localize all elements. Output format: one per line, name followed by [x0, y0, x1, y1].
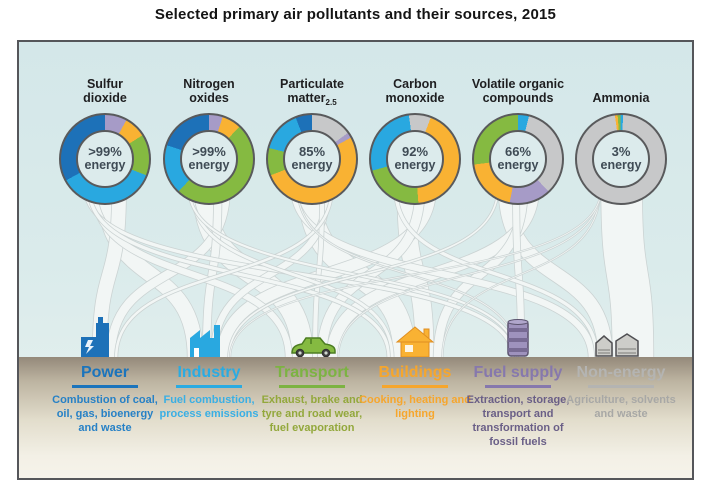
- flow-transport: [317, 187, 425, 358]
- donut-center-word: energy: [291, 158, 333, 173]
- page-title: Selected primary air pollutants and thei…: [154, 6, 557, 23]
- category-description: Cooking, heating and lighting: [359, 393, 471, 420]
- donut-center-word: energy: [188, 158, 230, 173]
- flow-fuel-supply: [188, 187, 518, 358]
- pollutant-label-line2: oxides: [144, 91, 274, 106]
- donut-center-nitrogen-oxides: >99%energy: [180, 130, 238, 188]
- category-description: Extraction, storage, transport and trans…: [466, 393, 570, 449]
- pollutant-label-ammonia: Ammonia: [556, 68, 686, 106]
- flow-transport: [193, 187, 313, 358]
- category-name: Transport: [275, 364, 349, 381]
- pollutant-label-line2-text: compounds: [482, 91, 554, 106]
- donut-particulate-matter: 85%energy: [266, 113, 358, 205]
- barrel-icon: [505, 317, 531, 362]
- donut-center-value: >99%: [192, 143, 226, 159]
- donut-carbon-monoxide: 92%energy: [369, 113, 461, 205]
- flow-non-energy: [394, 187, 599, 358]
- donut-center-particulate-matter: 85%energy: [283, 130, 341, 188]
- ground-band: [19, 357, 692, 478]
- pollutant-label-line2: matter2.5: [247, 91, 377, 108]
- donut-center-value: 66%: [504, 143, 532, 159]
- pollutant-label-line1: Ammonia: [592, 91, 650, 106]
- donut-center-volatile-organic-compounds: 66%energy: [489, 130, 547, 188]
- house-icon: [393, 321, 437, 362]
- pollutant-label-line2-text: monoxide: [385, 91, 445, 106]
- category-description: Combustion of coal, oil, gas, bioenergy …: [52, 393, 158, 435]
- category-name: Buildings: [378, 364, 452, 381]
- pollutant-label-line2: dioxide: [40, 91, 170, 106]
- pollutant-label-line2-text: matter: [287, 91, 326, 106]
- donut-sulfur-dioxide: >99%energy: [59, 113, 151, 205]
- category-name: Power: [80, 364, 129, 381]
- flow-buildings: [87, 187, 391, 358]
- donut-ring-ammonia: [575, 113, 667, 205]
- donut-center-word: energy: [84, 158, 126, 173]
- category-name: Industry: [177, 364, 241, 381]
- flow-non-energy: [601, 187, 654, 358]
- flow-transport: [337, 187, 602, 358]
- donut-center-value: 3%: [611, 143, 631, 159]
- pollutant-label-line1: Nitrogen: [183, 76, 235, 91]
- pollutant-label-subscript: 2.5: [325, 98, 337, 108]
- category-name: Non-energy: [576, 364, 666, 381]
- category-description: Agriculture, solvents and waste: [566, 393, 676, 420]
- donut-center-ammonia: 3%energy: [592, 130, 650, 188]
- category-underline: [176, 384, 242, 388]
- flow-buildings: [441, 187, 601, 358]
- pollutant-label-line2-text: oxides: [189, 91, 229, 106]
- donut-center-word: energy: [600, 158, 642, 173]
- donut-center-carbon-monoxide: 92%energy: [386, 130, 444, 188]
- pollutant-label-line2: monoxide: [350, 91, 480, 106]
- donut-center-value: 92%: [401, 143, 429, 159]
- category-underline: [72, 384, 138, 388]
- pollutant-label-line2-text: dioxide: [83, 91, 127, 106]
- pollutant-label-line1: Sulfur: [86, 76, 124, 91]
- donut-nitrogen-oxides: >99%energy: [163, 113, 255, 205]
- pollutant-label-line2: compounds: [453, 91, 583, 106]
- pollutant-label-line1: Volatile organic: [471, 76, 565, 91]
- donut-volatile-organic-compounds: 66%energy: [472, 113, 564, 205]
- power-plant-icon: [77, 315, 123, 362]
- category-underline: [279, 384, 345, 388]
- flow-buildings: [190, 187, 394, 358]
- flow-industry: [202, 187, 222, 358]
- donut-ammonia: 3%energy: [575, 113, 667, 205]
- barns-icon: [594, 330, 648, 362]
- donut-center-sulfur-dioxide: >99%energy: [76, 130, 134, 188]
- category-description: Exhaust, brake and tyre and road wear, f…: [261, 393, 363, 435]
- category-name: Fuel supply: [473, 364, 563, 381]
- factory-icon: [186, 317, 232, 362]
- donut-center-word: energy: [394, 158, 436, 173]
- flow-fuel-supply: [84, 187, 516, 358]
- pollutant-label-line1: Particulate: [280, 76, 344, 91]
- category-underline: [588, 384, 654, 388]
- donut-center-value: >99%: [88, 143, 122, 159]
- car-icon: [286, 331, 338, 362]
- flow-fuel-supply: [297, 187, 518, 358]
- flow-power: [114, 187, 333, 358]
- donut-center-word: energy: [497, 158, 539, 173]
- donut-center-value: 85%: [298, 143, 326, 159]
- flow-industry: [228, 187, 499, 358]
- category-underline: [485, 384, 551, 388]
- pollutant-label-line1: Carbon: [393, 76, 437, 91]
- flow-industry: [229, 187, 602, 358]
- category-description: Fuel combustion, process emissions: [159, 393, 259, 420]
- flow-non-energy: [498, 187, 613, 358]
- category-underline: [382, 384, 448, 388]
